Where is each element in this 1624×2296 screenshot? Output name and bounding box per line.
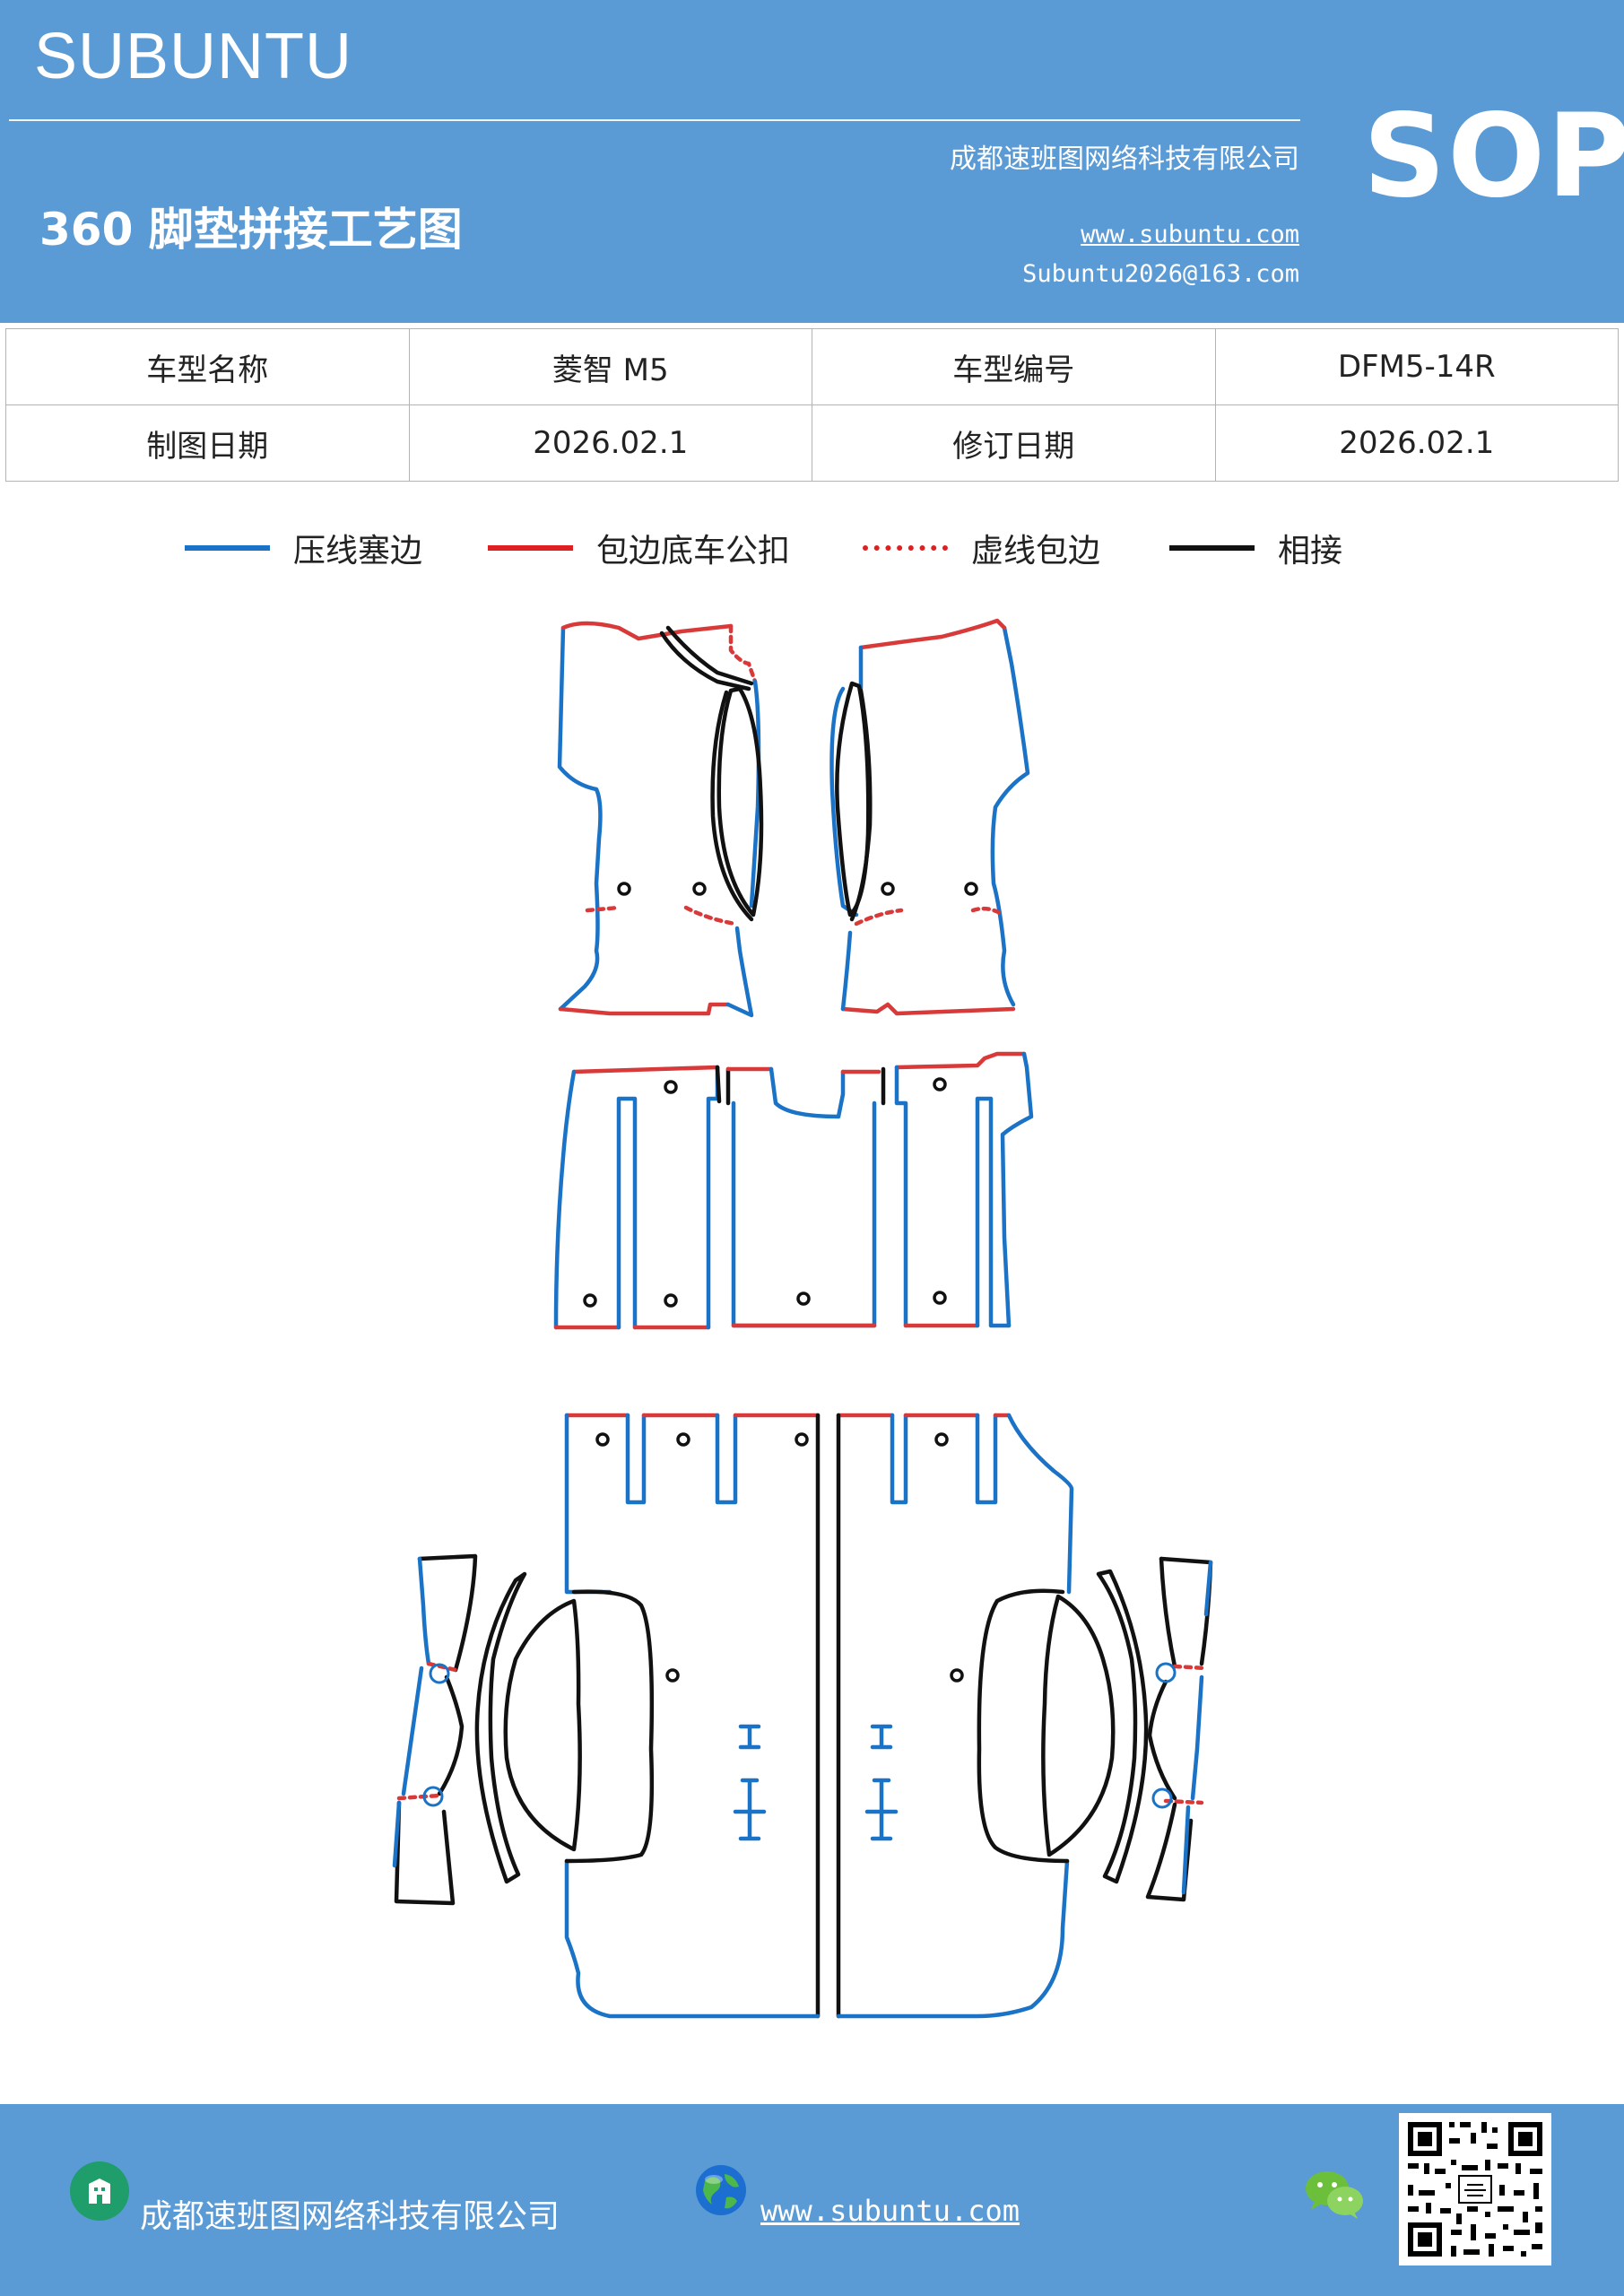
legend-swatch-red: [488, 545, 573, 551]
front-left-mat: [557, 621, 764, 1018]
legend-label: 虚线包边: [971, 533, 1101, 570]
legend-label: 相接: [1278, 533, 1343, 570]
vehicle-info-table: 车型名称 菱智 M5 车型编号 DFM5-14R 制图日期 2026.02.1 …: [5, 328, 1619, 482]
header-banner: SUBUNTU 成都速班图网络科技有限公司 360 脚垫拼接工艺图 www.su…: [0, 0, 1624, 323]
revise-date-value: 2026.02.1: [1214, 404, 1619, 482]
footer-banner: 成都速班图网络科技有限公司 www.subuntu.com: [0, 2104, 1624, 2296]
legend-label: 压线塞边: [293, 533, 423, 570]
rear-right-panel: [836, 1413, 1116, 2019]
building-icon: [70, 2161, 129, 2221]
globe-icon: [696, 2165, 746, 2215]
legend-item-join: 相接: [1169, 527, 1343, 570]
header-website-link[interactable]: www.subuntu.com: [1081, 221, 1299, 248]
left-side-flaps: [392, 1553, 527, 1906]
draw-date-label: 制图日期: [5, 404, 410, 482]
draw-date-value: 2026.02.1: [408, 404, 812, 482]
qr-code[interactable]: [1399, 2113, 1551, 2266]
legend-swatch-blue: [185, 545, 270, 551]
model-code-label: 车型编号: [812, 328, 1216, 405]
table-row: 车型名称 菱智 M5 车型编号 DFM5-14R: [5, 328, 1619, 405]
legend-item-press-line: 压线塞边: [185, 527, 423, 570]
footer-company: 成都速班图网络科技有限公司: [140, 2198, 560, 2235]
legend-swatch-red-dotted: [863, 545, 948, 551]
model-name-label: 车型名称: [5, 328, 410, 405]
page-title: 360 脚垫拼接工艺图: [39, 204, 463, 256]
right-side-flaps: [1096, 1556, 1213, 1902]
model-name-value: 菱智 M5: [408, 328, 812, 405]
front-right-mat: [829, 618, 1030, 1016]
legend-item-wrap-edge: 包边底车公扣: [488, 527, 791, 570]
rear-left-panel: [503, 1413, 821, 2019]
footer-website-link[interactable]: www.subuntu.com: [760, 2194, 1020, 2228]
legend-swatch-black: [1169, 545, 1255, 551]
floor-mat-diagram: [392, 618, 1213, 2019]
header-email: Subuntu2026@163.com: [1022, 260, 1299, 288]
middle-row-mats: [553, 1051, 1034, 1330]
header-divider: [9, 119, 1300, 121]
legend-label: 包边底车公扣: [596, 533, 791, 570]
header-company: 成都速班图网络科技有限公司: [950, 144, 1299, 175]
legend-item-dotted-edge: 虚线包边: [863, 527, 1101, 570]
table-row: 制图日期 2026.02.1 修订日期 2026.02.1: [5, 404, 1619, 482]
brand-logo-text: SUBUNTU: [34, 21, 353, 92]
sop-label: SOP: [1363, 90, 1624, 223]
revise-date-label: 修订日期: [812, 404, 1216, 482]
model-code-value: DFM5-14R: [1214, 328, 1619, 405]
wechat-icon: [1306, 2171, 1363, 2219]
